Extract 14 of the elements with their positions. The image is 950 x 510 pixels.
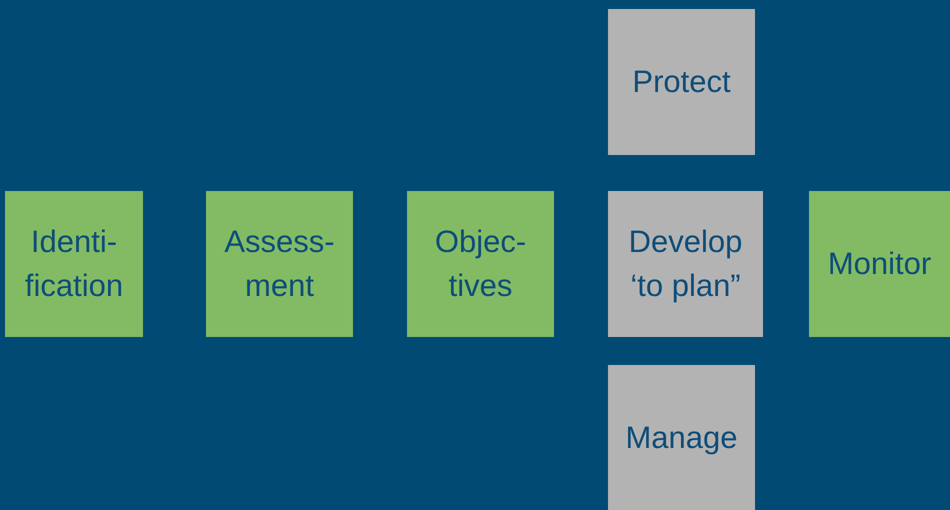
box-label: Develop ‘to plan” xyxy=(628,223,744,305)
process-box xyxy=(608,191,763,337)
process-box xyxy=(5,191,143,337)
process-box xyxy=(206,191,353,337)
process-box xyxy=(809,191,950,337)
process-box xyxy=(407,191,554,337)
box-label: Assess- ment xyxy=(223,223,336,305)
box-label: Monitor xyxy=(828,245,932,283)
box-label: Manage xyxy=(625,418,738,456)
process-box xyxy=(608,365,755,510)
process-box xyxy=(608,9,755,155)
box-label: Objec- tives xyxy=(434,223,528,305)
box-label: Identi- fication xyxy=(24,223,124,305)
box-label: Protect xyxy=(632,63,731,101)
